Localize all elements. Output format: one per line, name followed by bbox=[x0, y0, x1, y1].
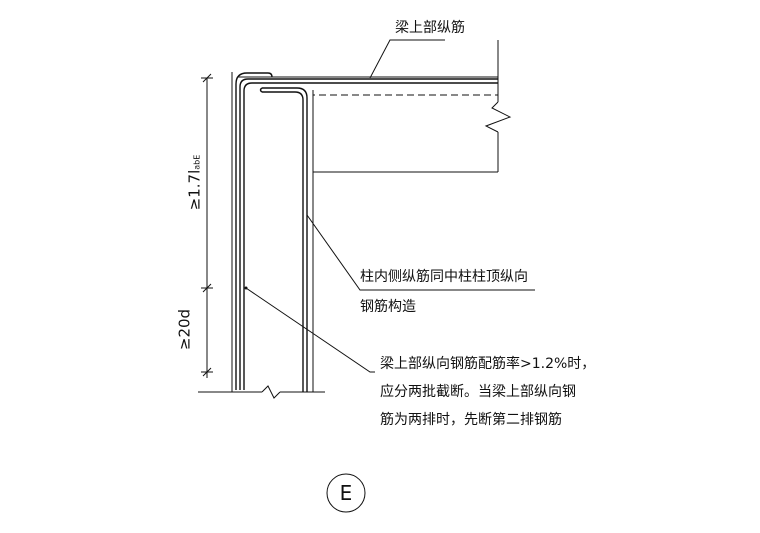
base-break-symbol bbox=[261, 385, 281, 399]
dimension-lower-label: ≥20d bbox=[175, 308, 194, 351]
detail-marker-circle bbox=[326, 473, 366, 513]
beam-break-symbol bbox=[484, 101, 512, 133]
note-line-3: 筋为两排时，先断第二排钢筋 bbox=[380, 412, 562, 428]
column-inner-label-line1: 柱内侧纵筋同中柱柱顶纵向 bbox=[360, 269, 528, 285]
beam-bottom-rebar-dashed bbox=[312, 90, 498, 96]
top-rebar-label: 梁上部纵筋 bbox=[395, 20, 465, 36]
note-line-2: 应分两批截断。当梁上部纵向钢 bbox=[380, 384, 576, 400]
leader-cutoff-note bbox=[245, 287, 375, 373]
column-outer-rebar bbox=[235, 72, 268, 390]
column-inner-label-line2: 钢筋构造 bbox=[360, 299, 416, 315]
beam-top-rebar bbox=[239, 78, 498, 390]
note-line-1: 梁上部纵向钢筋配筋率>1.2%时， bbox=[380, 356, 596, 372]
detail-marker-label: E bbox=[339, 481, 353, 505]
leader-column-inner bbox=[306, 214, 535, 291]
leader-top-rebar bbox=[369, 39, 445, 79]
dimension-upper-label: ≥1.7labE bbox=[185, 154, 204, 211]
column-inner-rebar bbox=[262, 91, 304, 392]
